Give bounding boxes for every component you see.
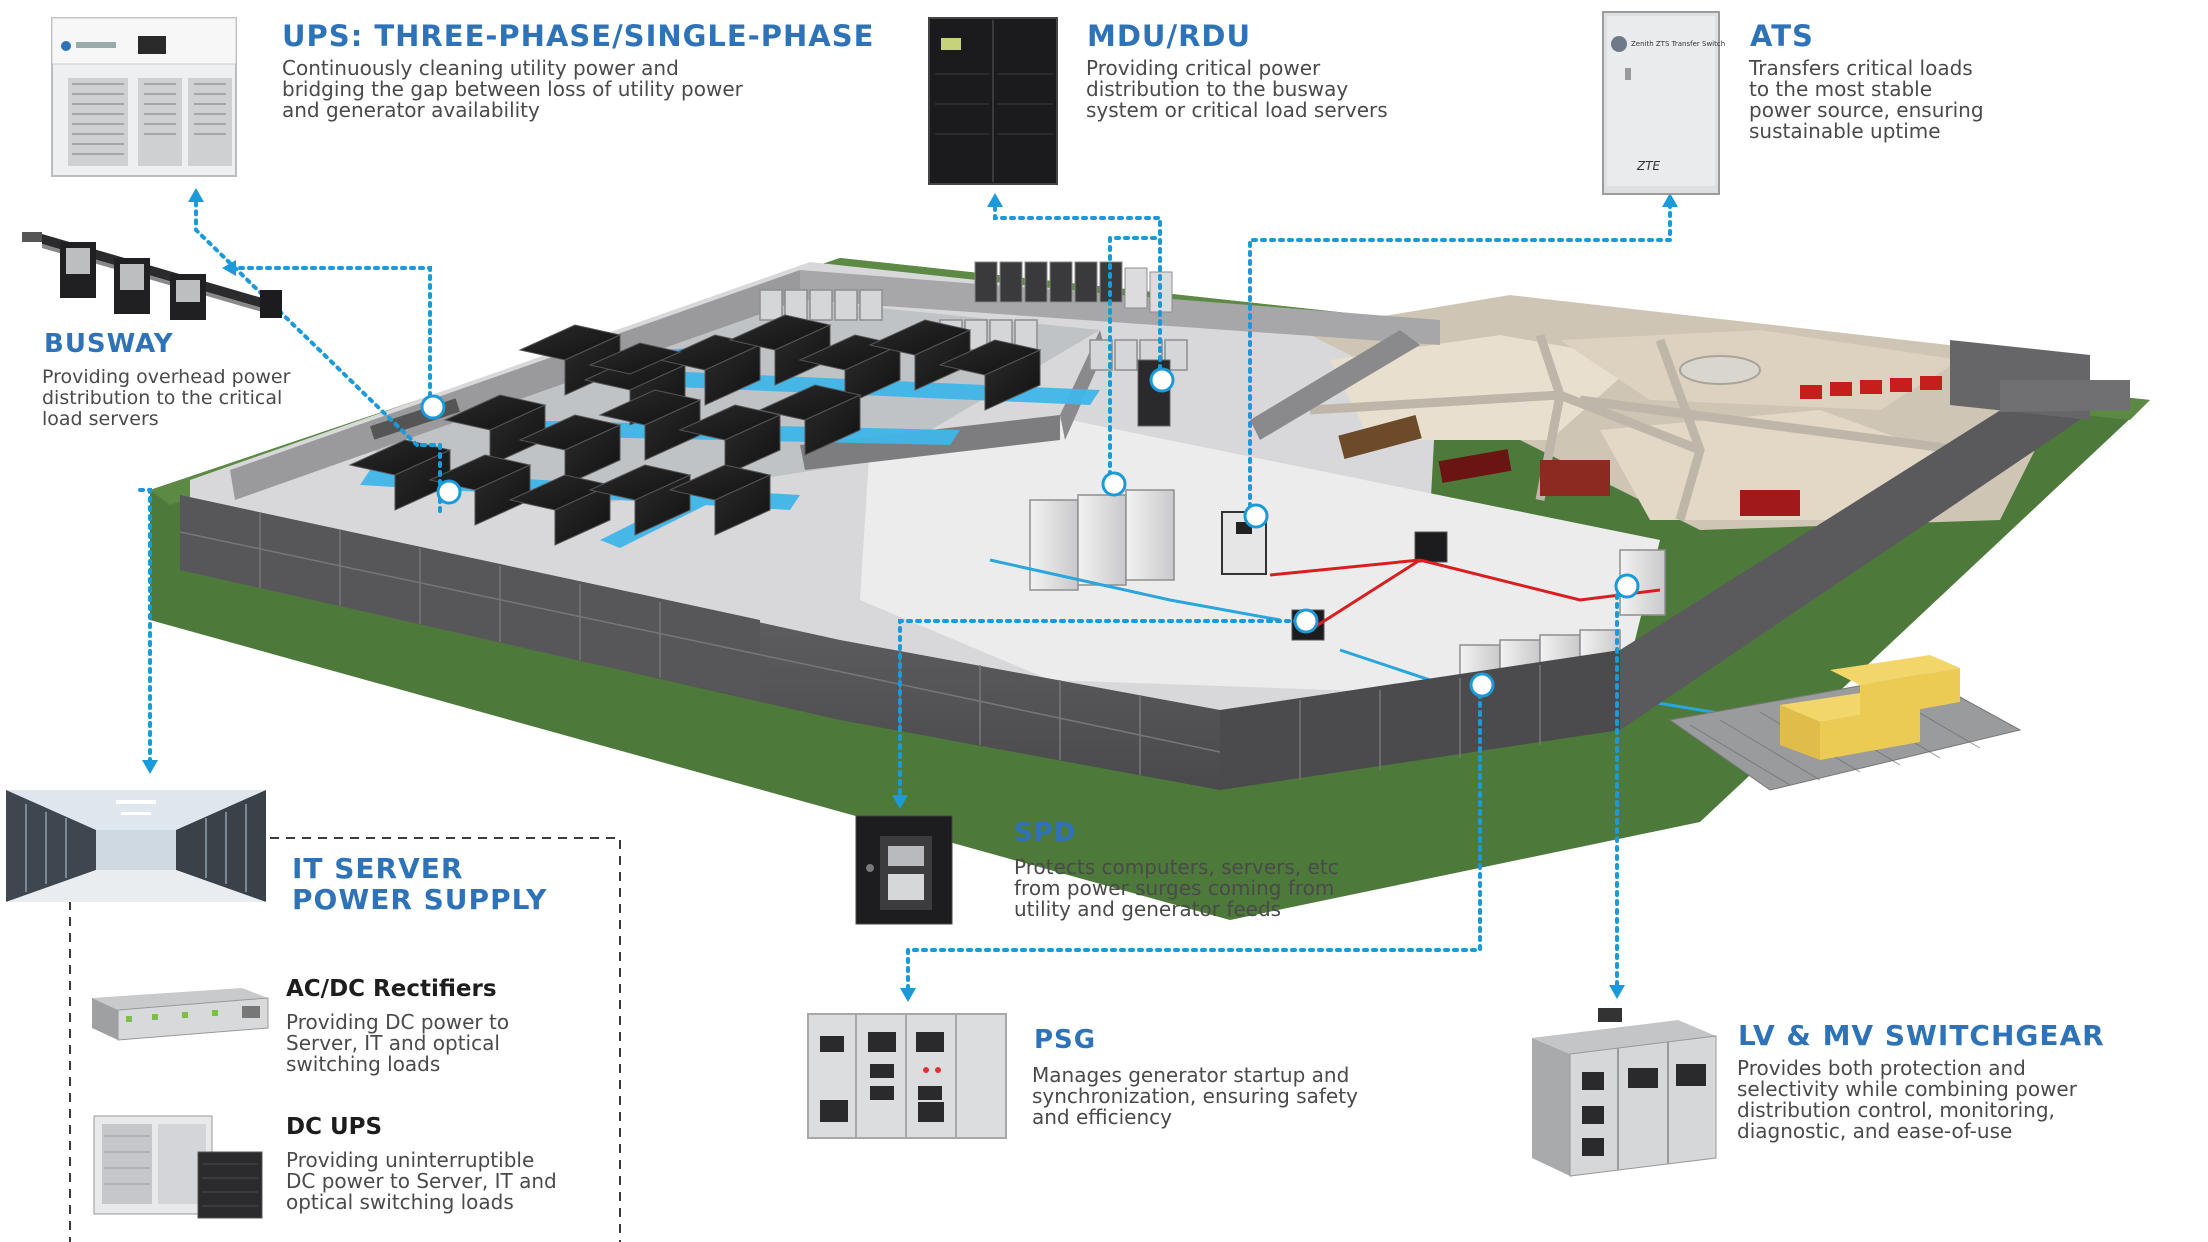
mdu-rdu-description: Providing critical power distribution to… (1086, 56, 1388, 122)
rectifiers-title: AC/DC Rectifiers (286, 976, 497, 1002)
ups-title: UPS: THREE-PHASE/SINGLE-PHASE (282, 19, 875, 53)
switchgear-title: LV & MV SWITCHGEAR (1738, 1019, 2105, 1052)
rectifiers-description: Providing DC power to Server, IT and opt… (286, 1010, 510, 1076)
ats-cabinet-image: Zenith ZTS Transfer Switch ZTE (1602, 11, 1725, 195)
it-server-title-line1: IT SERVER (292, 852, 464, 885)
psg-description: Manages generator startup and synchroniz… (1032, 1063, 1358, 1129)
dc-ups-title: DC UPS (286, 1114, 383, 1140)
dc-ups-image (93, 1115, 263, 1219)
mdu-rdu-cabinet-image (928, 17, 1058, 185)
psg-image (807, 1013, 1007, 1139)
switchgear-description: Provides both protection and selectivity… (1737, 1056, 2077, 1143)
it-server-title-line2: POWER SUPPLY (292, 883, 548, 916)
switchgear-image (1532, 1008, 1717, 1177)
ups-description: Continuously cleaning utility power and … (282, 56, 743, 122)
it-server-room-image (6, 790, 266, 902)
ups-cabinet-image (51, 17, 237, 177)
busway-description: Providing overhead power distribution to… (42, 366, 291, 430)
it-server-title: IT SERVER POWER SUPPLY (292, 853, 547, 915)
dc-ups-description: Providing uninterruptible DC power to Se… (286, 1148, 557, 1214)
psg-title: PSG (1034, 1025, 1097, 1055)
spd-image (855, 815, 953, 925)
ats-description: Transfers critical loads to the most sta… (1749, 56, 1984, 143)
ats-title: ATS (1750, 19, 1814, 53)
spd-description: Protects computers, servers, etc from po… (1014, 855, 1339, 921)
mdu-rdu-title: MDU/RDU (1087, 19, 1252, 53)
ats-device-logo: ZTE (1636, 159, 1661, 173)
busway-title: BUSWAY (44, 329, 174, 359)
busway-image (22, 232, 282, 320)
rectifier-image (92, 988, 269, 1041)
ats-device-label: Zenith ZTS Transfer Switch (1631, 40, 1725, 48)
spd-title: SPD (1014, 818, 1077, 848)
generator-icon (1780, 655, 1960, 760)
